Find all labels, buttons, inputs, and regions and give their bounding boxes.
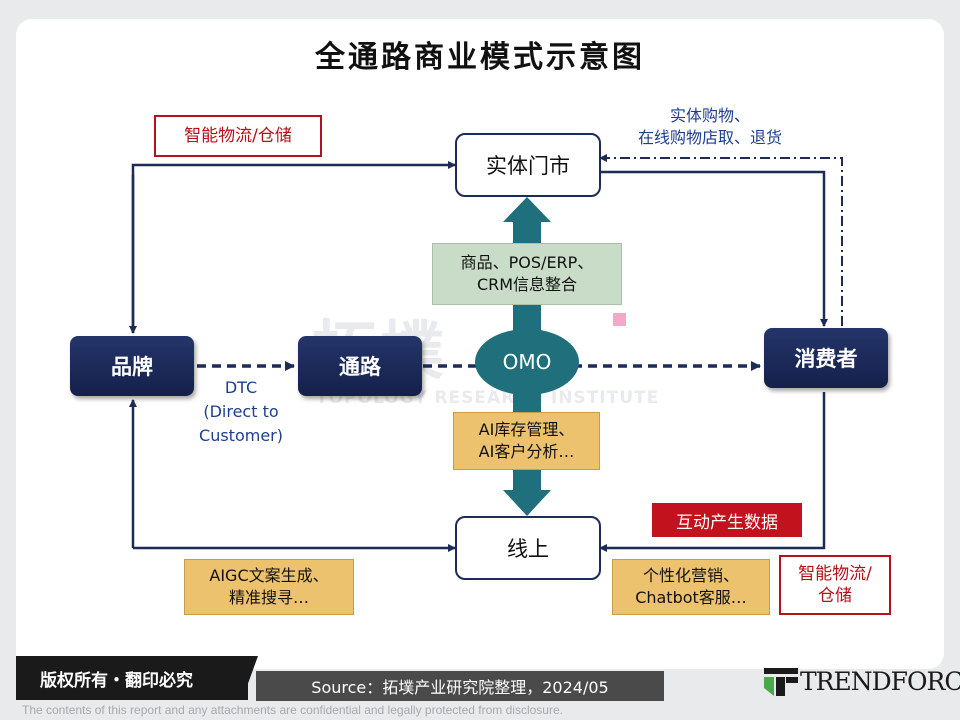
line-brand-store bbox=[131, 161, 456, 333]
brand-node: 品牌 bbox=[70, 336, 194, 396]
dtc-label: DTC (Direct to Customer) bbox=[180, 376, 302, 448]
shopping-label: 实体购物、 在线购物店取、退货 bbox=[610, 105, 810, 149]
ai-label: AI库存管理、 AI客户分析… bbox=[453, 412, 600, 470]
omo-label: OMO bbox=[502, 350, 552, 374]
personal-line1: 个性化营销、 bbox=[642, 566, 739, 585]
integration-line1: 商品、POS/ERP、 bbox=[460, 253, 594, 272]
consumer-node: 消费者 bbox=[764, 328, 888, 388]
line-consumer-online bbox=[599, 392, 826, 552]
page-title: 全通路商业模式示意图 bbox=[315, 40, 645, 75]
trendforce-logo-mark bbox=[764, 668, 798, 696]
dtc-line1: DTC bbox=[224, 378, 258, 397]
aigc-label: AIGC文案生成、 精准搜寻… bbox=[184, 559, 354, 615]
channel-node: 通路 bbox=[298, 336, 422, 396]
online-node: 线上 bbox=[455, 516, 601, 580]
ai-line1: AI库存管理、 bbox=[478, 420, 575, 439]
personalization-label: 个性化营销、 Chatbot客服… bbox=[612, 559, 770, 615]
source-label: Source：拓墣产业研究院整理，2024/05 bbox=[256, 671, 664, 701]
aigc-line2: 精准搜寻… bbox=[228, 588, 309, 607]
shopping-line2: 在线购物店取、退货 bbox=[637, 128, 782, 147]
shopping-line1: 实体购物、 bbox=[669, 106, 750, 125]
dtc-line2: (Direct to bbox=[203, 402, 279, 421]
logistics-bottom-line2: 仓储 bbox=[818, 586, 852, 606]
logistics-label-bottom: 智能物流/ 仓储 bbox=[779, 555, 891, 615]
integration-line2: CRM信息整合 bbox=[476, 275, 578, 294]
personal-line2: Chatbot客服… bbox=[635, 588, 747, 607]
integration-label: 商品、POS/ERP、 CRM信息整合 bbox=[432, 243, 622, 305]
footer-dark-band bbox=[16, 656, 248, 700]
disclaimer-text: The contents of this report and any atta… bbox=[22, 703, 563, 717]
watermark-dot bbox=[613, 313, 626, 326]
copyright-label: 版权所有・翻印必究 bbox=[40, 671, 193, 691]
line-dashdot-return bbox=[599, 154, 843, 326]
footer-slant bbox=[236, 656, 258, 700]
trendforce-logo-text: TRENDFORCE bbox=[800, 667, 960, 696]
logistics-label-top: 智能物流/仓储 bbox=[154, 115, 322, 157]
ai-line2: AI客户分析… bbox=[478, 442, 575, 461]
logistics-bottom-line1: 智能物流/ bbox=[798, 564, 872, 584]
interaction-data-label: 互动产生数据 bbox=[652, 503, 802, 537]
aigc-line1: AIGC文案生成、 bbox=[209, 566, 329, 585]
physical-store-node: 实体门市 bbox=[455, 133, 601, 197]
omo-ellipse bbox=[475, 329, 579, 395]
line-store-consumer bbox=[598, 170, 828, 327]
dtc-line3: Customer) bbox=[199, 426, 283, 445]
